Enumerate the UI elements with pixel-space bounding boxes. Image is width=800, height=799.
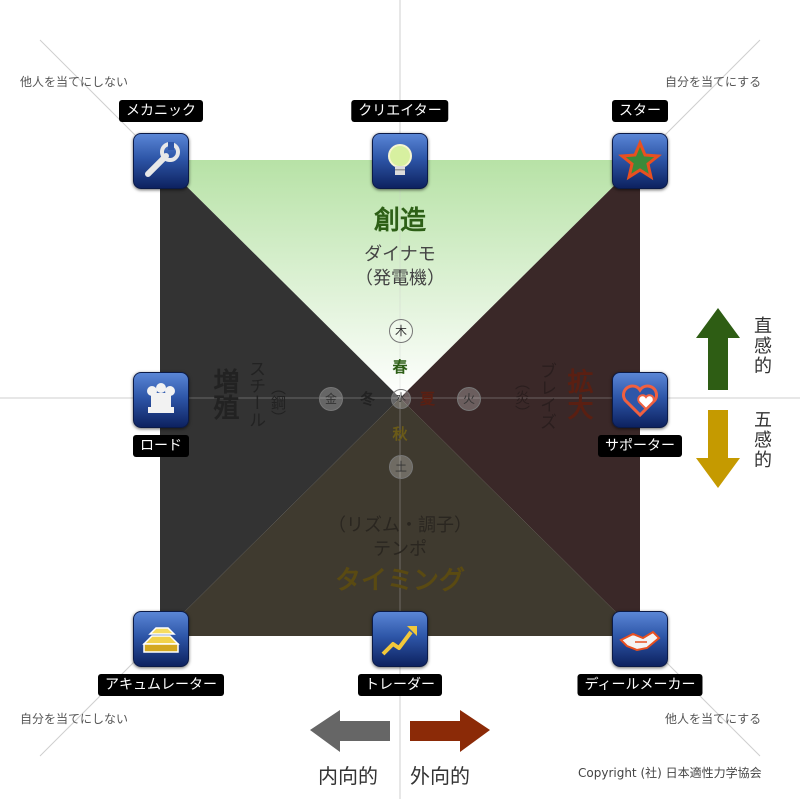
- blaze-meaning: （炎）: [513, 375, 531, 420]
- supporter-profile-icon[interactable]: [612, 372, 668, 428]
- steel-meaning: （鋼）: [269, 380, 287, 425]
- corner-bottom-left-label: 自分を当てにしない: [20, 712, 129, 726]
- handshake-icon: [619, 630, 661, 652]
- rising-chart-icon: [381, 626, 417, 656]
- light-bulb-icon: [388, 144, 412, 175]
- trader-profile-icon[interactable]: [372, 611, 428, 667]
- steel-label: スチール: [245, 360, 265, 428]
- accumulator-profile-icon[interactable]: [133, 611, 189, 667]
- copyright-text: Copyright (社) 日本適性力学協会: [578, 766, 762, 780]
- tempo-meaning: （リズム・調子）: [328, 515, 472, 536]
- quadrant-left-increase: [160, 160, 400, 636]
- heart-icon: [622, 384, 658, 418]
- summer-season: 夏: [420, 390, 436, 408]
- creator-label: クリエイター: [351, 100, 449, 122]
- deal-maker-profile-icon[interactable]: [612, 611, 668, 667]
- inward-arrow: [310, 710, 390, 752]
- spring-season: 春: [392, 358, 408, 376]
- five-senses-label: 五感的: [751, 410, 772, 470]
- quadrant-right-expansion: [400, 160, 640, 636]
- outward-arrow: [410, 710, 490, 752]
- fire-element: 火: [457, 387, 481, 411]
- corner-top-left-label: 他人を当てにしない: [20, 75, 129, 89]
- creation-title: 創造: [373, 206, 426, 236]
- chess-king-icon: [147, 383, 175, 413]
- water-element: 水: [391, 389, 411, 409]
- autumn-season: 秋: [392, 425, 408, 443]
- lord-profile-icon[interactable]: [133, 372, 189, 428]
- dynamo-meaning: （発電機）: [355, 268, 445, 289]
- supporter-label: サポーター: [598, 435, 682, 457]
- blaze-label: ブレイズ: [536, 362, 556, 430]
- quadrant-top-creation: [160, 160, 640, 398]
- expansion-title: 拡大: [563, 368, 593, 420]
- mechanic-profile-icon[interactable]: [133, 133, 189, 189]
- outward-label: 外向的: [410, 764, 470, 788]
- star-label: スター: [612, 100, 668, 122]
- winter-season: 冬: [360, 390, 376, 408]
- wood-element: 木: [389, 319, 413, 343]
- wrench-icon: [145, 142, 180, 177]
- mechanic-label: メカニック: [119, 100, 203, 122]
- intuition-arrow: [696, 308, 740, 390]
- quadrant-bottom-timing: [160, 398, 640, 636]
- accumulator-label: アキュムレーター: [98, 674, 224, 696]
- corner-bottom-right-label: 他人を当てにする: [665, 712, 762, 726]
- tempo-label: テンポ: [373, 539, 427, 560]
- creator-profile-icon[interactable]: [372, 133, 428, 189]
- deal-maker-label: ディールメーカー: [577, 674, 703, 696]
- metal-element: 金: [319, 387, 343, 411]
- lord-label: ロード: [133, 435, 189, 457]
- star-icon: [618, 139, 662, 181]
- increase-title: 増殖: [209, 368, 239, 420]
- five-senses-arrow: [696, 410, 740, 488]
- gold-bars-icon: [142, 627, 180, 653]
- earth-element: 土: [389, 455, 413, 479]
- intuition-label: 直感的: [751, 316, 772, 376]
- dynamo-label: ダイナモ: [364, 244, 436, 265]
- trader-label: トレーダー: [358, 674, 442, 696]
- timing-title: タイミング: [334, 566, 465, 596]
- star-profile-icon[interactable]: [612, 133, 668, 189]
- inward-label: 内向的: [318, 764, 378, 788]
- corner-top-right-label: 自分を当てにする: [665, 75, 762, 89]
